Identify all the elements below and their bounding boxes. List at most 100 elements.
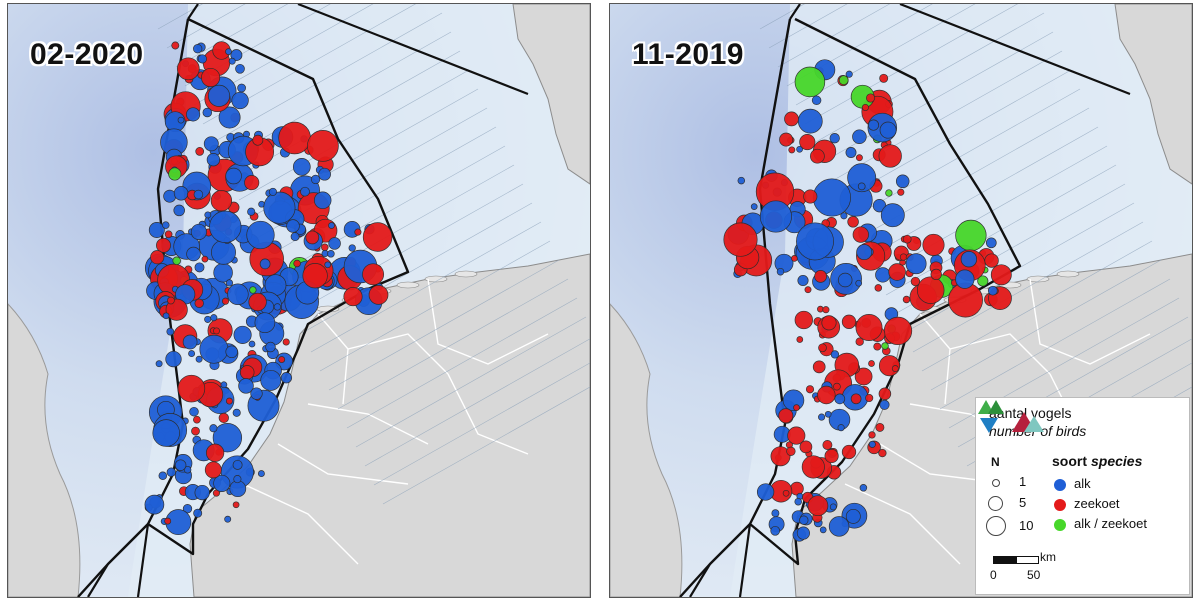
- eez-boundary: [789, 4, 1131, 96]
- bird-sighting-circle: [207, 84, 231, 107]
- bird-sighting-circle: [307, 130, 339, 162]
- bird-sighting-circle: [273, 303, 282, 311]
- bird-sighting-circle: [905, 253, 927, 275]
- survey-transect: [849, 88, 1081, 220]
- bird-sighting-circle: [193, 415, 201, 424]
- bird-sighting-circle: [845, 147, 857, 158]
- bird-sighting-circle: [172, 256, 181, 266]
- bird-sighting-circle: [782, 489, 790, 497]
- bird-sighting-circle: [868, 440, 876, 448]
- bird-sighting-circle: [201, 67, 221, 88]
- size-circle-icon: [988, 496, 1003, 511]
- bird-sighting-circle: [771, 509, 780, 518]
- bird-sighting-circle: [166, 327, 175, 336]
- species-dot-icon: [1054, 519, 1066, 531]
- bird-sighting-circle: [834, 393, 846, 405]
- survey-transect: [310, 221, 542, 353]
- bird-sighting-circle: [819, 526, 827, 534]
- bird-sighting-circle: [794, 310, 813, 330]
- bird-sighting-circle: [776, 267, 785, 276]
- survey-transect: [912, 221, 1144, 353]
- bird-sighting-circle: [902, 234, 912, 244]
- bird-sighting-circle: [183, 465, 192, 474]
- bird-sighting-circle: [791, 255, 798, 262]
- bird-sighting-circle: [300, 186, 310, 197]
- bird-sighting-circle: [186, 107, 201, 122]
- bird-sighting-circle: [327, 250, 335, 258]
- bird-sighting-circle: [796, 526, 810, 540]
- bird-sighting-circle: [737, 176, 746, 185]
- island: [424, 275, 448, 283]
- bird-sighting-circle: [292, 158, 311, 176]
- bird-sighting-circle: [173, 204, 185, 217]
- triangle-logo-icon: [978, 400, 1044, 433]
- bird-sighting-circle: [857, 182, 866, 191]
- bird-sighting-circle: [362, 222, 393, 252]
- bird-sighting-circle: [150, 250, 165, 265]
- bird-sighting-circle: [268, 187, 277, 196]
- bird-sighting-circle: [770, 525, 781, 536]
- survey-transect: [319, 240, 551, 372]
- bird-sighting-circle: [233, 325, 252, 344]
- bird-sighting-circle: [177, 374, 206, 403]
- bird-sighting-circle: [194, 298, 204, 308]
- bird-sighting-circle: [847, 163, 877, 193]
- bird-sighting-circle: [202, 107, 213, 118]
- bird-sighting-circle: [260, 369, 282, 391]
- bird-sighting-circle: [210, 314, 218, 322]
- bird-sighting-circle: [209, 210, 242, 243]
- bird-sighting-circle: [977, 275, 989, 287]
- scale-bar-segment: [1016, 556, 1039, 564]
- bird-sighting-circle: [788, 146, 796, 154]
- bird-sighting-circle: [794, 66, 826, 98]
- bird-sighting-circle: [865, 393, 874, 403]
- denmark-coast: [512, 4, 590, 185]
- bird-sighting-circle: [194, 484, 210, 501]
- bird-sighting-circle: [249, 286, 257, 294]
- bird-sighting-circle: [195, 147, 205, 156]
- bird-sighting-circle: [837, 272, 853, 288]
- survey-transect: [238, 69, 470, 201]
- bird-sighting-circle: [867, 119, 880, 131]
- bird-sighting-circle: [259, 258, 271, 270]
- bird-sighting-circle: [204, 211, 212, 219]
- survey-transect: [930, 259, 1162, 391]
- legend-title: aantal vogels: [989, 405, 1072, 421]
- bird-sighting-circle: [302, 263, 328, 289]
- bird-sighting-circle: [244, 175, 260, 191]
- bird-sighting-circle: [171, 41, 180, 50]
- bird-sighting-circle: [818, 413, 826, 421]
- bird-sighting-circle: [362, 263, 385, 286]
- bird-sighting-circle: [221, 297, 230, 305]
- bird-sighting-circle: [186, 246, 201, 262]
- bird-sighting-circle: [189, 406, 199, 417]
- survey-transect: [373, 362, 590, 486]
- bird-sighting-circle: [164, 230, 173, 239]
- bird-sighting-circle: [225, 345, 238, 359]
- bird-sighting-circle: [231, 91, 249, 110]
- bird-sighting-circle: [257, 470, 265, 478]
- bird-sighting-circle: [237, 83, 246, 93]
- bird-sighting-circle: [778, 408, 794, 424]
- bird-sighting-circle: [165, 298, 188, 321]
- survey-date-label: 02-2020: [30, 38, 144, 71]
- bird-sighting-circle: [228, 57, 236, 65]
- map-panel-november-2019: 11-2019 aantal vogels number of birds N …: [609, 3, 1193, 598]
- legend-species-label: alk / zeekoet: [1074, 516, 1147, 531]
- bird-sighting-circle: [328, 222, 335, 229]
- legend-species-header-en: species: [1091, 453, 1143, 469]
- bird-sighting-circle: [897, 188, 905, 196]
- bird-sighting-circle: [810, 148, 825, 164]
- island: [1056, 270, 1080, 278]
- bird-sighting-circle: [888, 263, 906, 281]
- bird-sighting-circle: [840, 212, 848, 220]
- bird-sighting-circle: [263, 191, 296, 224]
- bird-sighting-circle: [812, 178, 851, 217]
- bird-sighting-circle: [368, 285, 389, 305]
- bird-sighting-circle: [232, 501, 240, 509]
- bird-sighting-circle: [801, 455, 825, 479]
- bird-sighting-circle: [324, 261, 332, 269]
- bird-sighting-circle: [855, 314, 883, 341]
- bird-sighting-circle: [213, 327, 220, 335]
- bird-sighting-circle: [807, 495, 829, 517]
